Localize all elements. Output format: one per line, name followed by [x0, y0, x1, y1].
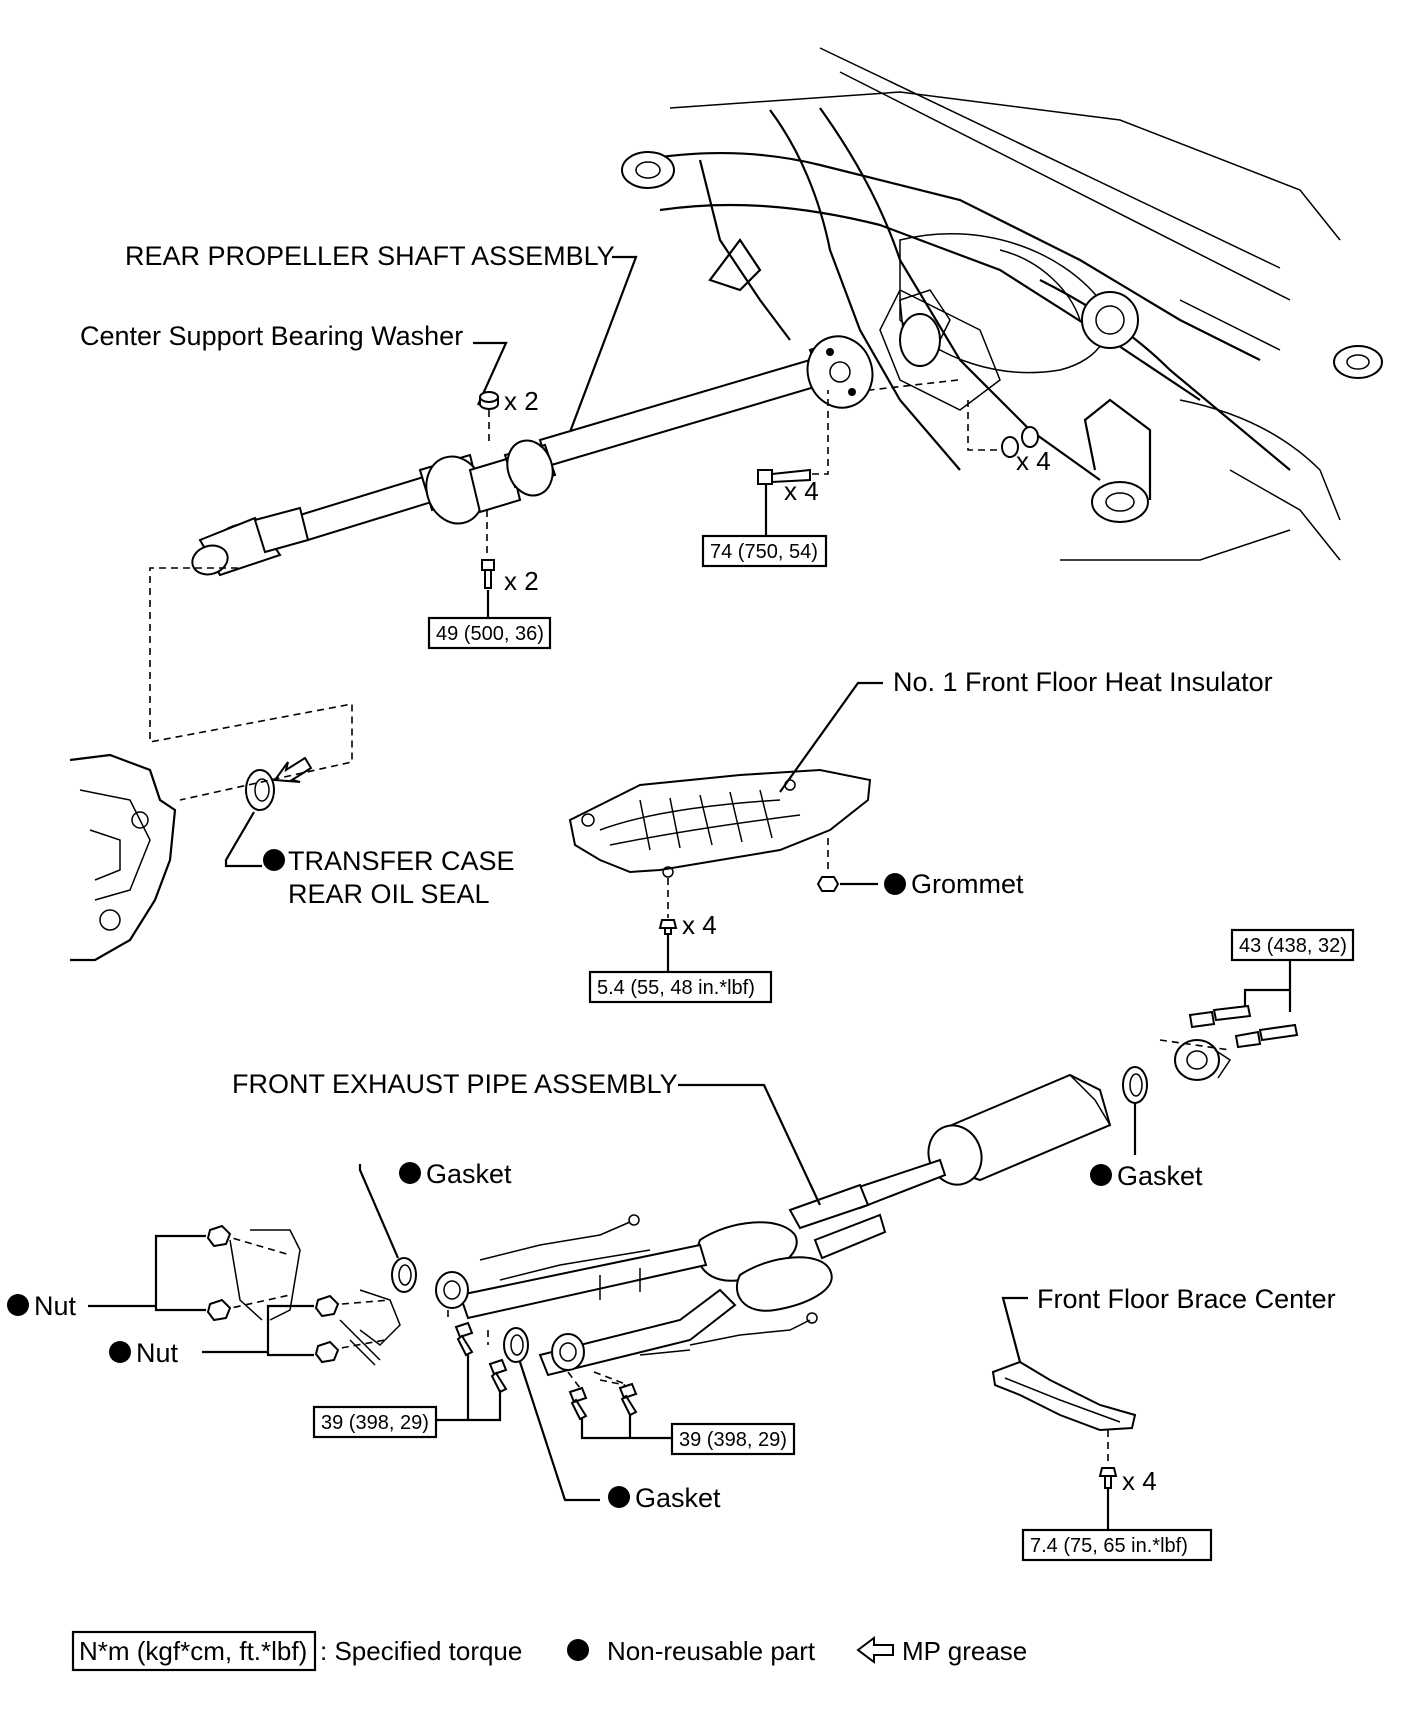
legend-mp-grease-icon: [856, 1636, 894, 1664]
muffler-gasket-icon: [1122, 1066, 1148, 1104]
brace-torque: 7.4 (75, 65 in.*lbf): [1030, 1535, 1188, 1557]
legend: N*m (kgf*cm, ft.*lbf) : Specified torque…: [71, 1630, 1027, 1672]
nut-upper-dot-icon: [7, 1294, 29, 1316]
grommet-dot-icon: [884, 873, 906, 895]
manifold-bolt-left-1-icon: [454, 1321, 474, 1357]
washer-icon: [479, 391, 500, 410]
no1-front-floor-heat-insulator: [568, 768, 872, 878]
manifold-right-torque: 39 (398, 29): [679, 1429, 787, 1451]
oil-seal-label-line2: REAR OIL SEAL: [288, 879, 490, 909]
rear-suspension-member: [621, 47, 1383, 561]
front-exhaust-pipe-assembly: [435, 1073, 1112, 1377]
nut-lower-dot-icon: [109, 1341, 131, 1363]
left-gasket-icon: [391, 1257, 417, 1293]
left-gasket-dot-icon: [399, 1162, 421, 1184]
flange-washer-icon: [1001, 436, 1019, 458]
nut-lower-1-icon: [314, 1294, 340, 1318]
legend-torque-unit: N*m (kgf*cm, ft.*lbf): [79, 1636, 307, 1666]
mp-grease-arrow-icon: [273, 756, 313, 783]
left-gasket-label: Gasket: [426, 1159, 512, 1189]
nut-lower-2-icon: [314, 1340, 340, 1364]
center-bearing-bolt-qty: x 2: [504, 566, 539, 596]
oil-seal-label-line1: TRANSFER CASE: [288, 846, 515, 876]
center-bearing-torque: 49 (500, 36): [436, 623, 544, 645]
right-gasket-label: Gasket: [635, 1483, 721, 1513]
insulator-torque: 5.4 (55, 48 in.*lbf): [597, 977, 755, 999]
nut-upper-1-icon: [206, 1224, 232, 1248]
tailpipe-torque: 43 (438, 32): [1239, 935, 1347, 957]
nut-lower-label: Nut: [136, 1338, 179, 1368]
brace-label: Front Floor Brace Center: [1037, 1284, 1336, 1314]
flange-bolt-qty: x 4: [784, 476, 819, 506]
legend-mp-grease-text: MP grease: [902, 1636, 1027, 1666]
exhaust-manifold-left: [229, 1229, 401, 1366]
legend-non-reusable-icon: [567, 1639, 589, 1661]
non-reusable-dot-icon: [263, 849, 285, 871]
flange-nut-qty: x 4: [1016, 446, 1051, 476]
washer-qty: x 2: [504, 386, 539, 416]
flange-nut-icon: [1021, 426, 1039, 448]
insulator-bolt-qty: x 4: [682, 910, 717, 940]
flange-torque: 74 (750, 54): [710, 541, 818, 563]
brace-bolt-qty: x 4: [1122, 1466, 1157, 1496]
legend-torque-text: : Specified torque: [320, 1636, 522, 1666]
tailpipe-bolts: [1188, 1004, 1299, 1049]
rear-differential-flange: [899, 289, 951, 367]
manifold-left-torque: 39 (398, 29): [321, 1412, 429, 1434]
muffler-gasket-dot-icon: [1090, 1164, 1112, 1186]
manifold-bolt-right-2-icon: [618, 1382, 638, 1417]
tailpipe-flange: [1174, 1039, 1232, 1081]
right-gasket-dot-icon: [608, 1486, 630, 1508]
muffler-gasket-label: Gasket: [1117, 1161, 1203, 1191]
transfer-case-rear-oil-seal: [245, 769, 275, 811]
grommet-icon: [816, 876, 840, 892]
grommet-label: Grommet: [911, 869, 1024, 899]
front-floor-brace-center: [991, 1360, 1137, 1432]
rear-shaft-label: REAR PROPELLER SHAFT ASSEMBLY: [125, 241, 615, 271]
nut-upper-label: Nut: [34, 1291, 77, 1321]
nut-upper-2-icon: [206, 1298, 232, 1322]
manifold-bolt-left-2-icon: [488, 1358, 508, 1394]
manifold-bolt-right-1-icon: [568, 1386, 588, 1421]
rear-propeller-shaft: [191, 335, 874, 577]
legend-non-reusable-text: Non-reusable part: [607, 1636, 816, 1666]
washer-label: Center Support Bearing Washer: [80, 321, 463, 351]
brace-bolt-icon: [1098, 1467, 1118, 1489]
insulator-bolt-icon: [658, 919, 678, 935]
transfer-case: [69, 753, 177, 962]
right-gasket-icon: [503, 1327, 529, 1363]
insulator-label: No. 1 Front Floor Heat Insulator: [893, 667, 1273, 697]
flange-bolt-icon: [757, 468, 811, 485]
front-exhaust-label: FRONT EXHAUST PIPE ASSEMBLY: [232, 1069, 678, 1099]
center-bearing-bolt-icon: [481, 559, 495, 589]
